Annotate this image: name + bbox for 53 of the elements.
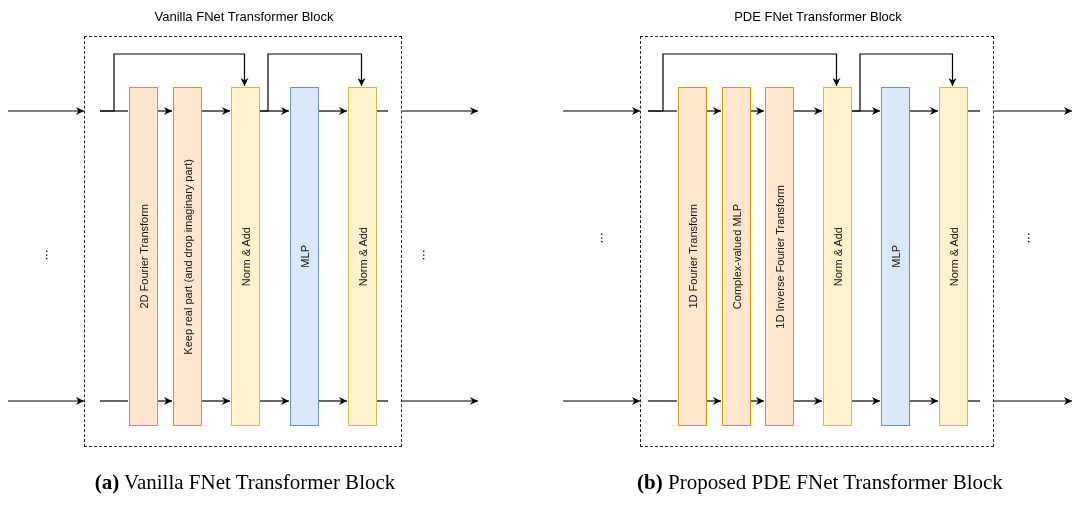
arrow bbox=[705, 397, 722, 405]
arrow bbox=[908, 107, 939, 115]
ellipsis-mark: ... bbox=[597, 231, 613, 246]
connector-line bbox=[966, 400, 981, 402]
block-title: PDE FNet Transformer Block bbox=[733, 9, 903, 24]
arrow bbox=[200, 397, 231, 405]
arrow bbox=[993, 107, 1073, 115]
arrow bbox=[908, 397, 939, 405]
connector-line bbox=[99, 400, 129, 402]
arrow bbox=[850, 397, 881, 405]
layer-block: Norm & Add bbox=[823, 87, 852, 426]
layer-block: 1D Inverse Fourier Transform bbox=[765, 87, 794, 426]
figure-caption: (b) Proposed PDE FNet Transformer Block bbox=[636, 470, 1004, 496]
layer-block: Keep real part (and drop imaginary part) bbox=[173, 87, 202, 426]
layer-block: 2D Fourier Transform bbox=[129, 87, 158, 426]
layer-block: MLP bbox=[881, 87, 910, 426]
arrow bbox=[749, 397, 765, 405]
arrow bbox=[562, 107, 641, 115]
arrow bbox=[317, 107, 348, 115]
layer-block: Complex-valued MLP bbox=[722, 87, 751, 426]
arrow bbox=[401, 107, 479, 115]
connector-line bbox=[375, 110, 389, 112]
arrow bbox=[99, 53, 249, 112]
arrow bbox=[850, 53, 957, 112]
ellipsis-mark: ... bbox=[419, 248, 435, 263]
arrow bbox=[156, 107, 173, 115]
layer-block: Norm & Add bbox=[348, 87, 377, 426]
arrow bbox=[7, 107, 85, 115]
arrow bbox=[705, 107, 722, 115]
arrow bbox=[792, 107, 823, 115]
arrow bbox=[156, 397, 173, 405]
connector-line bbox=[647, 400, 678, 402]
figure-caption: (a) Vanilla FNet Transformer Block bbox=[93, 470, 397, 496]
ellipsis-mark: ... bbox=[1024, 231, 1040, 246]
layer-block: Norm & Add bbox=[231, 87, 260, 426]
arrow bbox=[200, 107, 231, 115]
arrow bbox=[562, 397, 641, 405]
arrow bbox=[749, 107, 765, 115]
layer-block: 1D Fourier Transform bbox=[678, 87, 707, 426]
ellipsis-mark: ... bbox=[42, 248, 58, 263]
arrow bbox=[258, 397, 290, 405]
layer-block: Norm & Add bbox=[939, 87, 968, 426]
arrow bbox=[792, 397, 823, 405]
layer-block: MLP bbox=[290, 87, 319, 426]
arrow bbox=[647, 53, 841, 112]
connector-line bbox=[966, 110, 981, 112]
arrow bbox=[993, 397, 1073, 405]
block-title: Vanilla FNet Transformer Block bbox=[153, 9, 335, 24]
arrow bbox=[258, 53, 366, 112]
arrow bbox=[401, 397, 479, 405]
arrow bbox=[7, 397, 85, 405]
connector-line bbox=[375, 400, 389, 402]
arrow bbox=[317, 397, 348, 405]
